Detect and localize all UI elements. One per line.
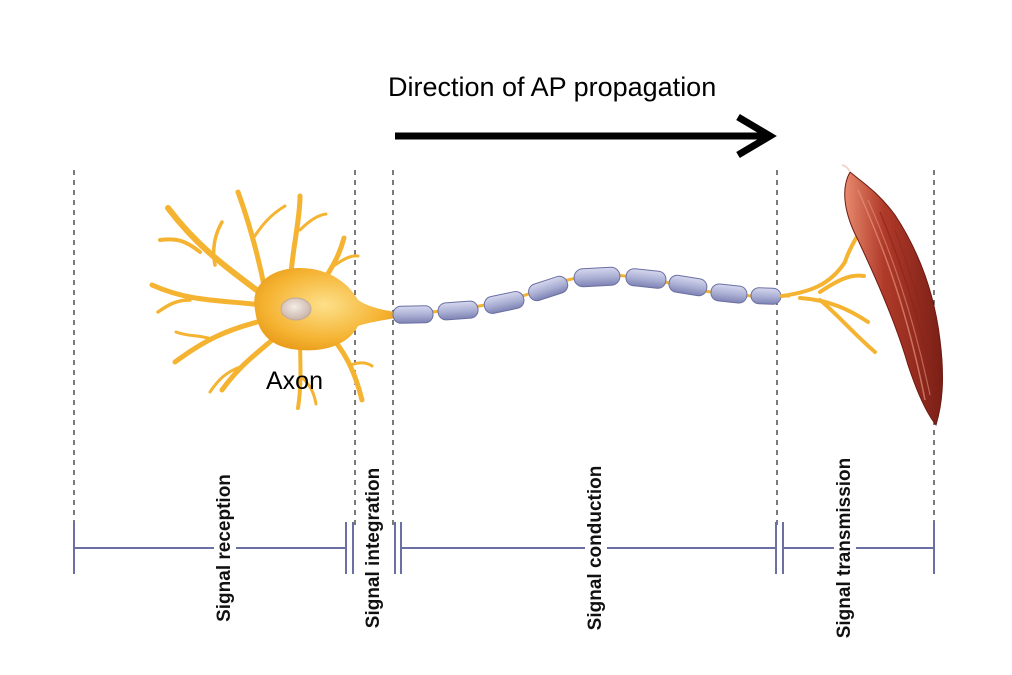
myelin-segment: [750, 287, 782, 305]
nucleus: [280, 297, 312, 321]
stage-label-conduction: Signal conduction: [585, 461, 607, 635]
stage-label-transmission: Signal transmission: [834, 453, 856, 643]
diagram-title: Direction of AP propagation: [388, 72, 717, 102]
myelin-sheath: [392, 266, 782, 324]
myelin-segment: [668, 274, 708, 297]
myelin-segment: [625, 268, 667, 289]
axon-label: Axon: [266, 367, 323, 395]
myelin-segment: [483, 291, 525, 314]
myelin-segment: [392, 305, 434, 324]
myelin-segment: [528, 275, 569, 302]
myelin-segment: [573, 266, 621, 288]
stage-label-reception: Signal reception: [214, 470, 236, 626]
stage-label-integration: Signal integration: [363, 463, 385, 633]
propagation-arrow: [395, 113, 777, 159]
stage-brackets: [73, 522, 935, 574]
muscle: [841, 164, 943, 427]
cell-body: [254, 268, 395, 351]
axon-terminals: [780, 236, 877, 354]
myelin-segment: [437, 300, 479, 321]
myelin-segment: [710, 283, 748, 304]
boundary-lines: [73, 170, 935, 530]
dendrites: [149, 189, 374, 410]
